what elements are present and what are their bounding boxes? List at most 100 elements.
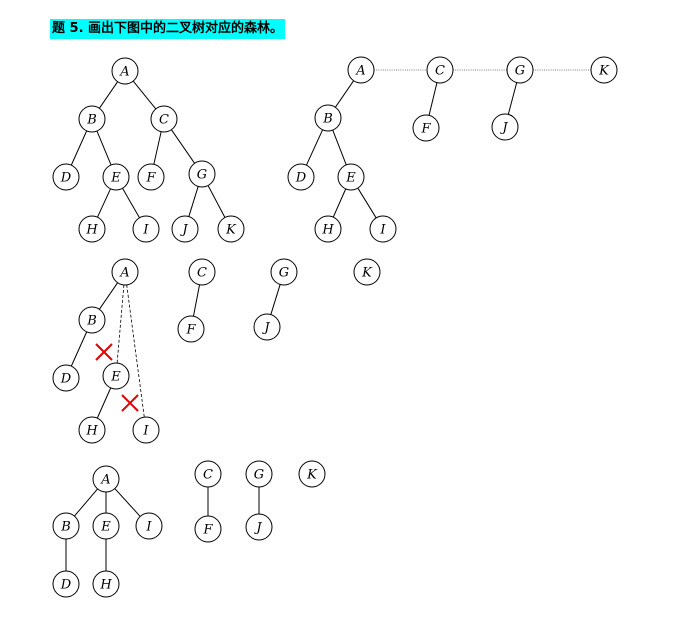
node-circle	[92, 570, 120, 598]
tree-node: E	[337, 163, 365, 191]
node-circle	[78, 105, 106, 133]
tree-edge	[74, 488, 98, 517]
node-circle	[590, 56, 618, 84]
node-circle	[132, 416, 160, 444]
node-circle	[194, 460, 222, 488]
node-label: G	[279, 266, 289, 281]
tree-node: E	[102, 362, 130, 390]
node-circle	[188, 160, 216, 188]
node-circle	[426, 56, 454, 84]
tree-edge	[270, 284, 281, 315]
node-circle	[102, 362, 130, 390]
tree-node: D	[287, 163, 315, 191]
node-circle	[52, 570, 80, 598]
tree-node: B	[78, 306, 106, 334]
tree-edge	[507, 82, 518, 115]
node-label: G	[254, 468, 264, 483]
node-label: A	[355, 64, 365, 79]
tree-node: J	[253, 313, 281, 341]
tree-edge	[122, 188, 140, 218]
node-label: K	[361, 266, 373, 281]
node-label: I	[379, 223, 386, 238]
tree-node: D	[52, 364, 80, 392]
tree-edge	[170, 129, 196, 164]
node-circle	[102, 163, 130, 191]
tree-edge	[428, 82, 438, 116]
node-circle	[78, 416, 106, 444]
node-label: I	[142, 223, 149, 238]
tree-edge	[357, 187, 377, 219]
tree-node: K	[353, 258, 381, 286]
node-label: F	[185, 323, 196, 338]
tree-node: A	[92, 465, 120, 493]
node-label: J	[499, 121, 508, 136]
tree-edge	[98, 81, 119, 109]
tree-edge	[96, 188, 112, 218]
tree-node: I	[132, 215, 160, 243]
tree-node: B	[314, 104, 342, 132]
tree-edge	[192, 284, 201, 317]
node-circle	[506, 56, 534, 84]
tree-node: B	[52, 512, 80, 540]
tree-node: G	[506, 56, 534, 84]
node-circle	[52, 163, 80, 191]
tree-node: K	[298, 460, 326, 488]
tree-node: F	[194, 515, 222, 543]
tree-node: C	[426, 56, 454, 84]
node-label: E	[100, 520, 111, 535]
node-circle	[92, 465, 120, 493]
tree-node: C	[194, 460, 222, 488]
node-circle	[92, 512, 120, 540]
node-circle	[137, 163, 165, 191]
tree-node: A	[347, 56, 375, 84]
tree-node: C	[150, 105, 178, 133]
node-label: H	[99, 578, 112, 593]
node-label: J	[261, 321, 270, 336]
node-label: E	[110, 370, 121, 385]
cut-mark-icon	[121, 394, 139, 412]
tree-node: J	[245, 513, 273, 541]
node-label: D	[295, 171, 307, 186]
node-circle	[150, 105, 178, 133]
node-circle	[111, 258, 139, 286]
node-label: E	[345, 171, 356, 186]
cut-stroke	[95, 343, 113, 361]
tree-edge	[188, 186, 199, 217]
node-label: H	[321, 223, 334, 238]
node-label: B	[86, 314, 97, 329]
node-circle	[491, 113, 519, 141]
tree-node: A	[111, 258, 139, 286]
node-label: B	[60, 520, 71, 535]
node-label: F	[145, 171, 156, 186]
tree-node: D	[52, 163, 80, 191]
tree-edge	[70, 331, 88, 367]
cut-mark-icon	[95, 343, 113, 361]
tree-edge	[96, 387, 112, 419]
node-circle	[347, 56, 375, 84]
node-circle	[245, 460, 273, 488]
tree-edge	[332, 188, 347, 218]
tree-edge	[114, 488, 141, 517]
node-circle	[78, 306, 106, 334]
node-label: J	[179, 223, 188, 238]
node-label: C	[435, 64, 445, 79]
tree-edge	[334, 80, 355, 108]
tree-edge	[332, 129, 347, 166]
tree-node: K	[590, 56, 618, 84]
node-label: A	[119, 65, 129, 80]
node-label: D	[60, 372, 72, 387]
node-circle	[369, 215, 397, 243]
node-label: D	[60, 578, 72, 593]
node-circle	[194, 515, 222, 543]
node-label: A	[100, 473, 110, 488]
tree-node: H	[314, 215, 342, 243]
node-label: C	[197, 266, 207, 281]
tree-node: G	[270, 258, 298, 286]
dashed-link	[116, 284, 125, 364]
tree-node: J	[491, 113, 519, 141]
node-label: I	[142, 424, 149, 439]
